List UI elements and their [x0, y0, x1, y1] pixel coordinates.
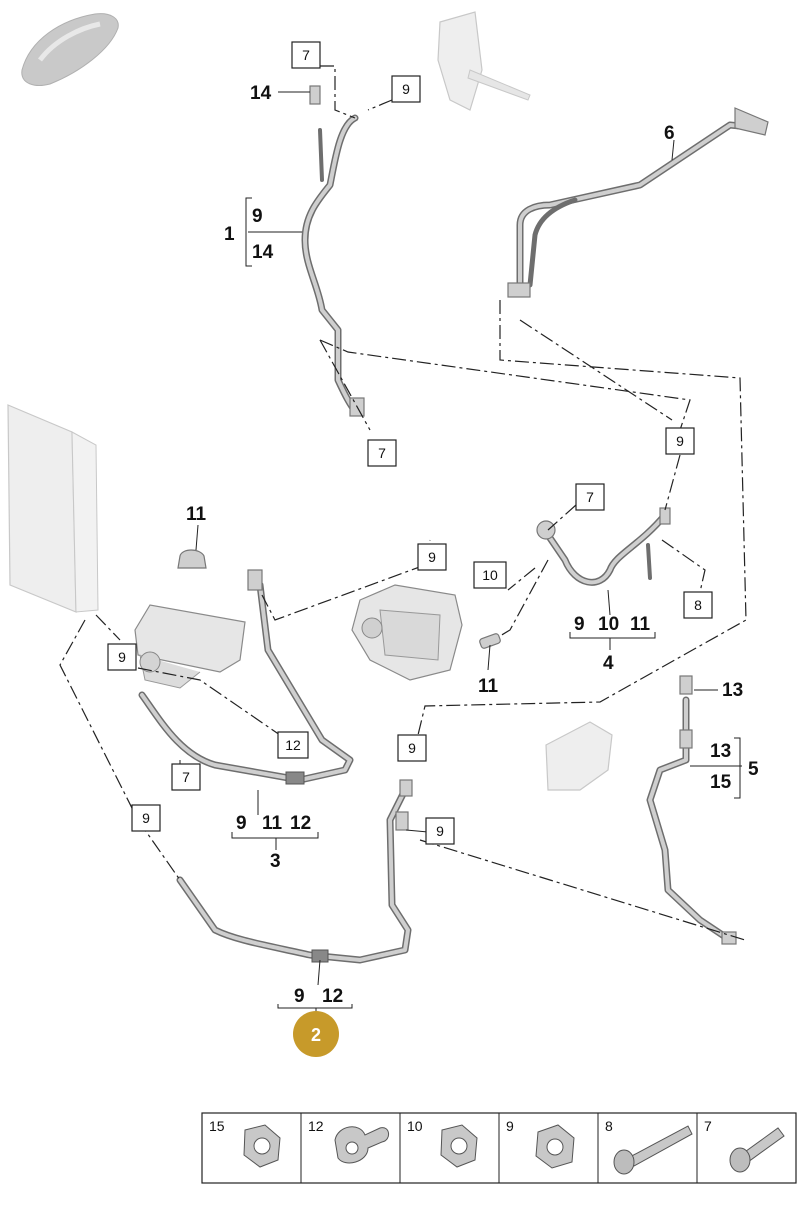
svg-text:9: 9	[428, 549, 436, 565]
connection-lines	[59, 65, 747, 941]
svg-text:15: 15	[209, 1118, 225, 1134]
ac-compressor	[351, 584, 463, 681]
svg-text:7: 7	[182, 769, 190, 785]
callout-1-top: 9	[252, 206, 263, 227]
bracket-right	[545, 721, 613, 791]
svg-text:10: 10	[407, 1118, 423, 1134]
callout-4-c: 11	[630, 614, 651, 635]
callout-2-b: 12	[322, 986, 343, 1007]
pipe-1	[301, 85, 365, 417]
box-12-left: 12	[277, 731, 309, 759]
callout-4-a: 9	[574, 614, 585, 635]
pipe-4	[536, 507, 671, 586]
callout-4: 4	[603, 653, 614, 674]
svg-text:8: 8	[694, 597, 702, 613]
svg-text:9: 9	[118, 649, 126, 665]
box-9-right: 9	[665, 427, 695, 455]
box-7-mid: 7	[367, 439, 397, 467]
svg-text:9: 9	[402, 81, 410, 97]
leader-lines	[179, 91, 742, 986]
svg-text:12: 12	[285, 737, 301, 753]
callout-3-c: 12	[290, 813, 311, 834]
svg-text:9: 9	[676, 433, 684, 449]
highlight-badge[interactable]	[293, 1011, 339, 1057]
svg-text:10: 10	[482, 567, 498, 583]
nut-icon	[535, 1124, 575, 1169]
pipe-6	[507, 107, 769, 298]
box-7-left: 7	[171, 763, 201, 791]
nut-icon	[440, 1124, 478, 1168]
bolt-icon	[729, 1127, 785, 1173]
callout-2-a: 9	[294, 986, 305, 1007]
callout-group-2: 9 12 2	[277, 986, 353, 1057]
box-9-lowmid2: 9	[425, 817, 455, 845]
charge-air-module	[134, 604, 246, 689]
pressure-sensor-14	[309, 85, 321, 105]
bolt-icon	[613, 1125, 693, 1175]
callout-1: 1	[224, 224, 235, 245]
clamp-icon	[334, 1126, 389, 1164]
box-9-top: 9	[391, 75, 421, 103]
callout-3: 3	[270, 851, 281, 872]
pipe-2	[176, 779, 413, 964]
box-9-lowleft: 9	[131, 804, 161, 832]
callout-11-top: 11	[186, 504, 207, 525]
pressure-switch-11-center	[479, 633, 501, 649]
box-9-center: 9	[417, 543, 447, 571]
callout-13: 13	[722, 680, 743, 701]
box-7-center: 7	[575, 483, 605, 511]
svg-text:9: 9	[506, 1118, 514, 1134]
pipe-3	[138, 569, 354, 785]
box-10-center: 10	[473, 561, 507, 589]
svg-text:7: 7	[378, 445, 386, 461]
callout-4-b: 10	[598, 614, 619, 635]
callout-group-1: 1 9 14	[224, 197, 274, 267]
svg-text:9: 9	[142, 810, 150, 826]
callout-6: 6	[664, 123, 675, 144]
svg-text:7: 7	[704, 1118, 712, 1134]
box-9-lowmid: 9	[397, 734, 427, 762]
callout-group-3: 9 11 12 3	[231, 813, 319, 872]
legend-item-12[interactable]: 12	[308, 1118, 389, 1164]
car-thumbnail-icon	[21, 13, 119, 86]
pressure-switch-11	[177, 549, 207, 569]
svg-text:12: 12	[308, 1118, 324, 1134]
pipe-5	[646, 675, 737, 945]
box-9-left: 9	[107, 643, 137, 671]
svg-text:9: 9	[436, 823, 444, 839]
legend-item-15[interactable]: 15	[209, 1118, 281, 1168]
callout-3-a: 9	[236, 813, 247, 834]
svg-text:7: 7	[586, 489, 594, 505]
callout-1-bottom: 14	[252, 242, 274, 263]
legend-strip: 15 12 10 9	[201, 1112, 797, 1184]
callout-5-bottom: 15	[710, 772, 732, 793]
box-7-top: 7	[291, 41, 321, 69]
legend-item-9[interactable]: 9	[506, 1118, 575, 1169]
callout-group-4: 9 10 11 4	[569, 614, 656, 674]
svg-text:9: 9	[408, 740, 416, 756]
legend-item-10[interactable]: 10	[407, 1118, 478, 1168]
callout-group-5: 13 15 5	[710, 737, 759, 799]
svg-text:7: 7	[302, 47, 310, 63]
callout-11-mid: 11	[478, 676, 499, 697]
highlight-badge-label[interactable]: 2	[311, 1025, 321, 1045]
svg-text:8: 8	[605, 1118, 613, 1134]
callout-5-top: 13	[710, 741, 731, 762]
firewall-bracket-top	[437, 11, 531, 111]
box-8-right: 8	[683, 591, 713, 619]
legend-item-8[interactable]: 8	[605, 1118, 693, 1175]
callout-14: 14	[250, 83, 272, 104]
callout-3-b: 11	[262, 813, 283, 834]
legend-item-7[interactable]: 7	[704, 1118, 785, 1173]
radiator-condenser	[7, 404, 99, 613]
nut-icon	[243, 1124, 281, 1168]
callout-5: 5	[748, 759, 759, 780]
